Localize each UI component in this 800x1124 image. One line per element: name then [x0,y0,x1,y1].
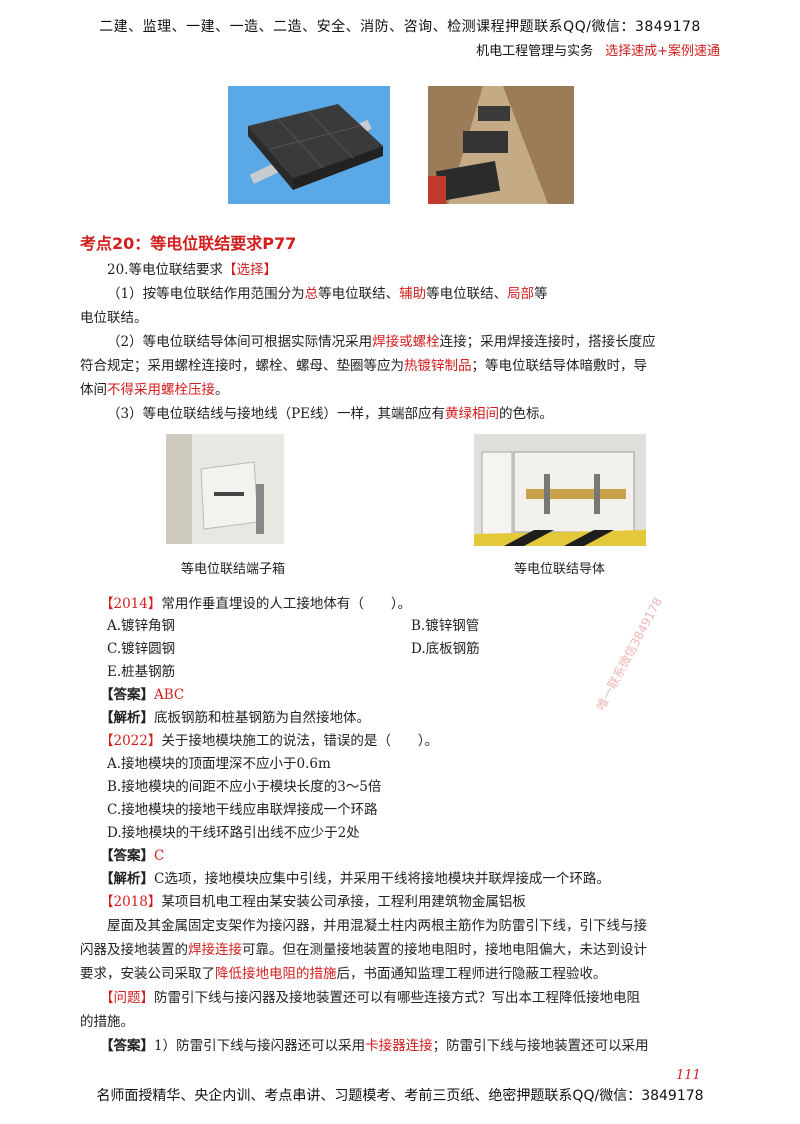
page-number: 111 [676,1068,701,1083]
text: 体间 [80,382,107,398]
case-answer: 【答案】1）防雷引下线与接闪器还可以采用卡接器连接；防雷引下线与接地装置还可以采… [100,1034,649,1058]
highlight: 焊接或螺栓 [372,334,440,350]
photo-bonding-conductor [474,434,646,546]
case-question-1: 【问题】防雷引下线与接闪器及接地装置还可以有哪些连接方式？写出本工程降低接地电阻 [100,986,640,1010]
text: C选项，接地模块应集中引线，并采用干线将接地模块并联焊接成一个环路。 [154,871,610,887]
q1-option-a: A.镀锌角钢 [107,618,176,634]
case-line-4: 要求，安装公司采取了降低接地电阻的措施后，书面通知监理工程师进行隐蔽工程验收。 [80,962,607,986]
q1-answer: 【答案】ABC [100,683,184,707]
grounding-module-illustration [248,104,383,190]
body-line-3: 电位联结。 [80,310,148,326]
photo-module-trench [428,86,574,204]
q1-option-e: E.桩基钢筋 [107,664,176,680]
case-line-1: 【2018】某项目机电工程由某安装公司承接，工程利用建筑物金属铝板 [100,890,526,914]
text: 后，书面通知监理工程师进行隐蔽工程验收。 [336,966,607,982]
body-line-4: （2）等电位联结导体间可根据实际情况采用焊接或螺栓连接；采用焊接连接时，搭接长度… [107,330,656,354]
highlight: 局部 [507,286,535,302]
caption-bonding-conductor: 等电位联结导体 [514,562,606,577]
question-tag: 【问题】 [100,990,154,1006]
body-line-7: （3）等电位联结线与接地线（PE线）一样，其端部应有黄绿相间的色标。 [107,402,553,426]
tag-select: 【选择】 [222,262,277,278]
text: 可靠。但在测量接地装置的接地电阻时，接地电阻偏大，未达到设计 [242,942,647,958]
answer-tag: 【答案】 [100,1038,154,1054]
q1-option-c: C.镀锌圆钢 [107,641,176,657]
highlight: 焊接连接 [188,942,242,958]
text: 底板钢筋和桩基钢筋为自然接地体。 [154,710,370,726]
text: 闪器及接地装置的 [80,942,188,958]
trench-illustration [428,86,574,204]
q1-option-d: D.底板钢筋 [411,641,480,657]
caption-terminal-box: 等电位联结端子箱 [181,562,286,577]
highlight: 不得采用螺栓压接 [107,382,215,398]
q1-option-b: B.镀锌钢管 [411,618,480,634]
year-tag: 【2014】 [100,596,162,612]
bonding-conductor-illustration [474,434,646,546]
text: 。 [215,382,229,398]
q2-option-a: A.接地模块的顶面埋深不应小于0.6m [107,756,331,772]
watermark: 唯一联系微信3849178 [593,595,666,713]
year-tag: 【2018】 [100,894,162,910]
header-subject-line: 机电工程管理与实务选择速成+案例速通 [476,40,720,59]
text: 等 [534,286,548,302]
q2-option-d: D.接地模块的干线环路引出线不应少于2处 [107,825,360,841]
text: 1）防雷引下线与接闪器还可以采用 [154,1038,366,1054]
photo-terminal-box [166,434,284,544]
answer-value: ABC [154,687,185,703]
case-line-3: 闪器及接地装置的焊接连接可靠。但在测量接地装置的接地电阻时，接地电阻偏大，未达到… [80,938,647,962]
text: 要求，安装公司采取了 [80,966,215,982]
text: （3）等电位联结线与接地线（PE线）一样，其端部应有 [107,406,446,422]
year-tag: 【2022】 [100,733,162,749]
text: ；等电位联结导体暗敷时，导 [471,358,648,374]
text: 的色标。 [499,406,554,422]
text: （1）按等电位联结作用范围分为 [107,286,305,302]
q2-option-b: B.接地模块的间距不应小于模块长度的3～5倍 [107,779,382,795]
highlight: 卡接器连接 [365,1038,433,1054]
q2-answer: 【答案】C [100,844,164,868]
text: 20.等电位联结要求 [107,262,223,278]
text: 常用作垂直埋设的人工接地体有（ ）。 [161,596,412,612]
photo-grounding-module [228,86,390,204]
explanation-tag: 【解析】 [100,710,154,726]
footer-contact-line: 名师面授精华、央企内训、考点串讲、习题模考、考前三页纸、绝密押题联系QQ/微信：… [96,1088,704,1104]
answer-tag: 【答案】 [100,848,154,864]
body-line-5: 符合规定；采用螺栓连接时，螺栓、螺母、垫圈等应为热镀锌制品；等电位联结导体暗敷时… [80,354,647,378]
header-subject: 机电工程管理与实务 [476,44,594,59]
q2-explanation: 【解析】C选项，接地模块应集中引线，并采用干线将接地模块并联焊接成一个环路。 [100,867,610,891]
text: 等电位联结、 [318,286,400,302]
text: （2）等电位联结导体间可根据实际情况采用 [107,334,373,350]
q2-stem: 【2022】关于接地模块施工的说法，错误的是（ ）。 [100,729,438,753]
text: 符合规定；采用螺栓连接时，螺栓、螺母、垫圈等应为 [80,358,404,374]
body-line-2: （1）按等电位联结作用范围分为总等电位联结、辅助等电位联结、局部等 [107,282,548,306]
highlight: 黄绿相间 [445,406,500,422]
header-contact-line: 二建、监理、一建、一造、二造、安全、消防、咨询、检测课程押题联系QQ/微信：38… [99,19,701,35]
explanation-tag: 【解析】 [100,871,154,887]
highlight: 热镀锌制品 [404,358,472,374]
header-tagline: 选择速成+案例速通 [605,44,720,59]
body-line-6: 体间不得采用螺栓压接。 [80,378,229,402]
text: 关于接地模块施工的说法，错误的是（ ）。 [161,733,439,749]
section-title: 考点20：等电位联结要求P77 [80,234,297,253]
body-line-1: 20.等电位联结要求【选择】 [107,258,277,282]
highlight: 辅助 [399,286,427,302]
case-line-2: 屋面及其金属固定支架作为接闪器，并用混凝土柱内两根主筋作为防雷引下线，引下线与接 [107,918,647,934]
q2-option-c: C.接地模块的接地干线应串联焊接成一个环路 [107,802,378,818]
answer-tag: 【答案】 [100,687,154,703]
text: 等电位联结、 [426,286,508,302]
text: 连接；采用焊接连接时，搭接长度应 [439,334,656,350]
q1-stem: 【2014】常用作垂直埋设的人工接地体有（ ）。 [100,592,411,616]
case-question-2: 的措施。 [80,1014,134,1030]
text: 某项目机电工程由某安装公司承接，工程利用建筑物金属铝板 [161,894,526,910]
answer-value: C [154,848,165,864]
highlight: 降低接地电阻的措施 [215,966,337,982]
q1-explanation: 【解析】底板钢筋和桩基钢筋为自然接地体。 [100,706,370,730]
text: ；防雷引下线与接地装置还可以采用 [432,1038,649,1054]
terminal-box-illustration [166,434,284,544]
highlight: 总 [304,286,319,302]
text: 防雷引下线与接闪器及接地装置还可以有哪些连接方式？写出本工程降低接地电阻 [154,990,640,1006]
